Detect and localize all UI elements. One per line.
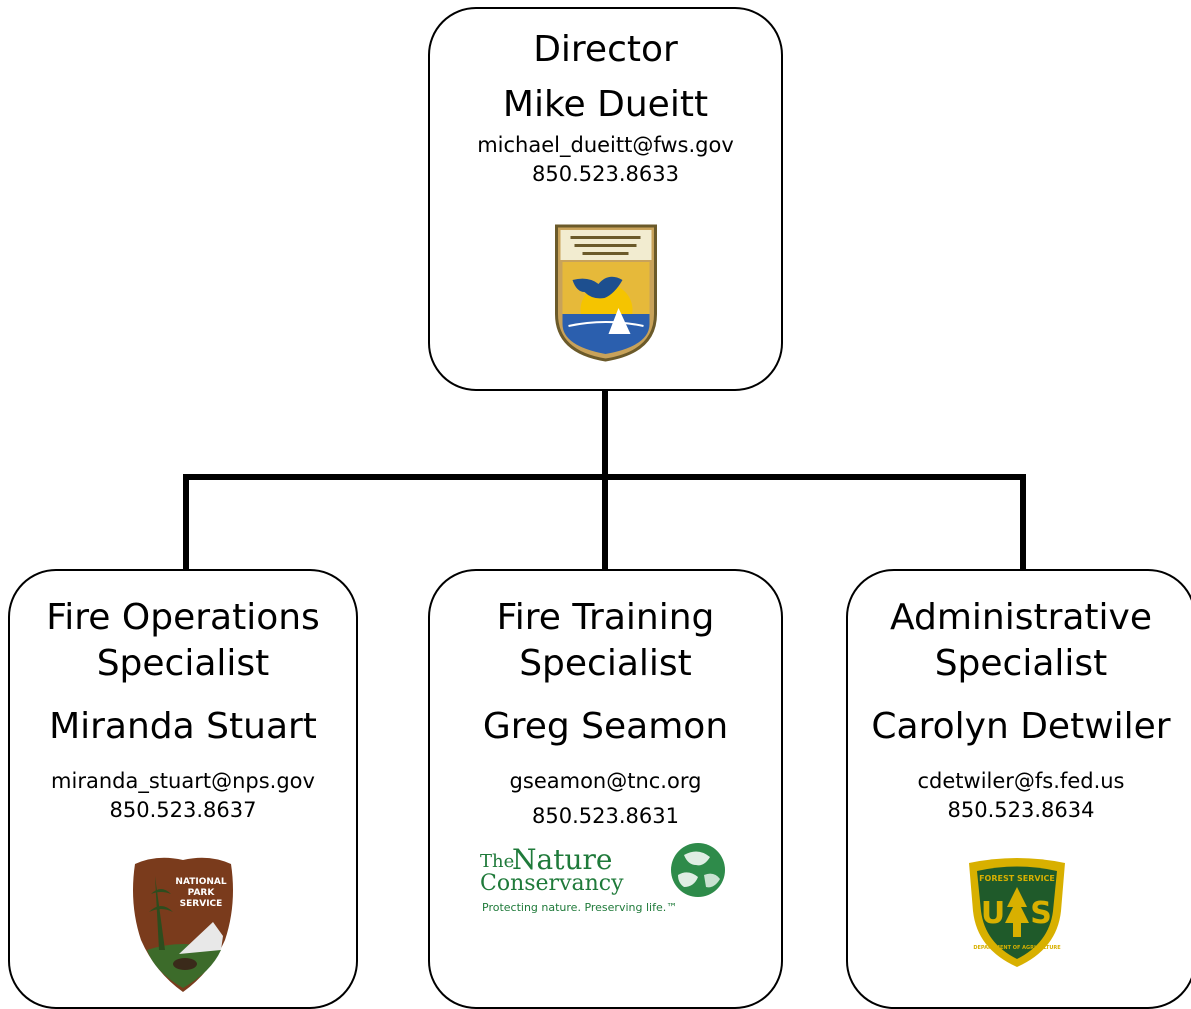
staff-title-line1: Administrative bbox=[889, 597, 1153, 638]
staff-title-line1: Fire Operations bbox=[46, 597, 320, 638]
nps-logo-word-service: SERVICE bbox=[180, 899, 223, 909]
director-box: Director Mike Dueitt michael_dueitt@fws.… bbox=[428, 7, 783, 391]
usfs-logo-letter-s: S bbox=[1030, 896, 1052, 931]
director-email: michael_dueitt@fws.gov bbox=[477, 133, 734, 157]
usfs-logo-letter-u: U bbox=[981, 896, 1005, 931]
connector-left-down bbox=[183, 474, 189, 570]
staff-title-line2: Specialist bbox=[934, 643, 1108, 684]
tnc-logo-tagline: Protecting nature. Preserving life.™ bbox=[482, 901, 678, 914]
nps-arrowhead-logo-icon: NATIONAL PARK SERVICE bbox=[133, 857, 233, 992]
tnc-logo-word-nature: Nature bbox=[512, 843, 613, 876]
usfs-logo-forest-service: FOREST SERVICE bbox=[979, 874, 1055, 883]
staff-phone: 850.523.8637 bbox=[109, 798, 257, 822]
nps-logo-word-park: PARK bbox=[188, 888, 216, 898]
staff-title-line1: Fire Training bbox=[496, 597, 715, 638]
connector-director-down bbox=[602, 389, 608, 477]
director-name: Mike Dueitt bbox=[502, 84, 709, 125]
staff-name: Carolyn Detwiler bbox=[871, 706, 1171, 747]
connector-center-down bbox=[602, 474, 608, 570]
staff-email: gseamon@tnc.org bbox=[509, 769, 702, 793]
staff-email: cdetwiler@fs.fed.us bbox=[917, 769, 1125, 793]
staff-box-operations: Fire Operations Specialist Miranda Stuar… bbox=[8, 569, 358, 1009]
usfs-logo-department: DEPARTMENT OF AGRICULTURE bbox=[973, 945, 1061, 951]
tnc-logo-word-the: The bbox=[480, 851, 515, 872]
staff-email: miranda_stuart@nps.gov bbox=[51, 769, 315, 793]
tnc-logo-word-conservancy: Conservancy bbox=[480, 871, 624, 896]
staff-title-line2: Specialist bbox=[519, 643, 692, 684]
tnc-logo: The Nature Conservancy Protecting nature… bbox=[478, 841, 738, 921]
staff-title-line2: Specialist bbox=[96, 643, 270, 684]
staff-box-administrative: Administrative Specialist Carolyn Detwil… bbox=[846, 569, 1191, 1009]
usfs-shield-logo-icon: FOREST SERVICE U S DEPARTMENT OF AGRICUL… bbox=[969, 858, 1065, 967]
connector-right-down bbox=[1020, 474, 1026, 570]
staff-phone: 850.523.8631 bbox=[532, 804, 679, 828]
director-phone: 850.523.8633 bbox=[532, 162, 679, 186]
staff-name: Miranda Stuart bbox=[49, 706, 317, 747]
nps-logo-word-national: NATIONAL bbox=[175, 877, 226, 887]
staff-phone: 850.523.8634 bbox=[947, 798, 1095, 822]
tnc-leaf-globe-icon bbox=[671, 843, 725, 897]
director-title: Director bbox=[533, 29, 678, 70]
fws-logo-icon bbox=[554, 224, 657, 362]
staff-box-training: Fire Training Specialist Greg Seamon gse… bbox=[428, 569, 783, 1009]
staff-name: Greg Seamon bbox=[482, 706, 729, 747]
